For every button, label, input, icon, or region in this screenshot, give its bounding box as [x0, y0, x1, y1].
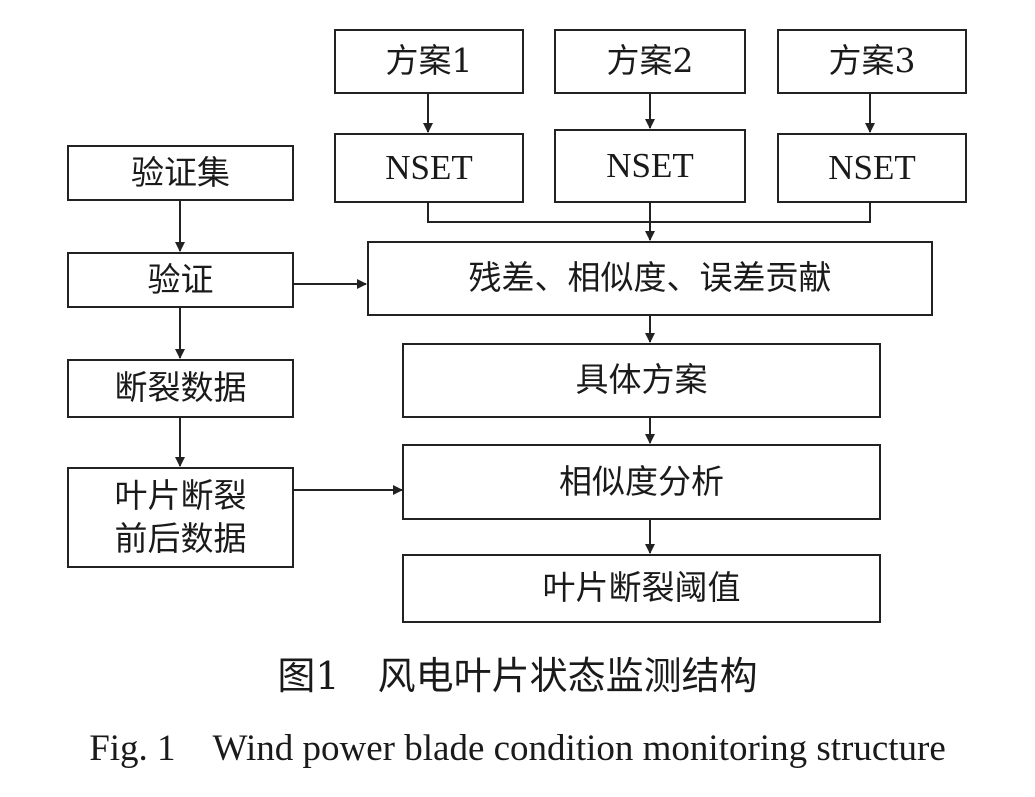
- plan-2-box: 方案2: [554, 29, 746, 94]
- residual-similarity-box: 残差、相似度、误差贡献: [367, 241, 933, 316]
- validation-set-box: 验证集: [67, 145, 294, 201]
- nset-box-1: NSET: [334, 133, 524, 203]
- similarity-analysis-box: 相似度分析: [402, 444, 881, 520]
- plan-3-box: 方案3: [777, 29, 967, 94]
- threshold-box: 叶片断裂阈值: [402, 554, 881, 623]
- validation-box: 验证: [67, 252, 294, 308]
- nset-box-3: NSET: [777, 133, 967, 203]
- blade-data-box: 叶片断裂 前后数据: [67, 467, 294, 568]
- figure-caption-chinese: 图1 风电叶片状态监测结构: [277, 654, 758, 698]
- specific-plan-box: 具体方案: [402, 343, 881, 418]
- plan-1-box: 方案1: [334, 29, 524, 94]
- nset-box-2: NSET: [554, 129, 746, 203]
- figure-caption-english: Fig. 1 Wind power blade condition monito…: [89, 728, 946, 769]
- fracture-data-box: 断裂数据: [67, 359, 294, 418]
